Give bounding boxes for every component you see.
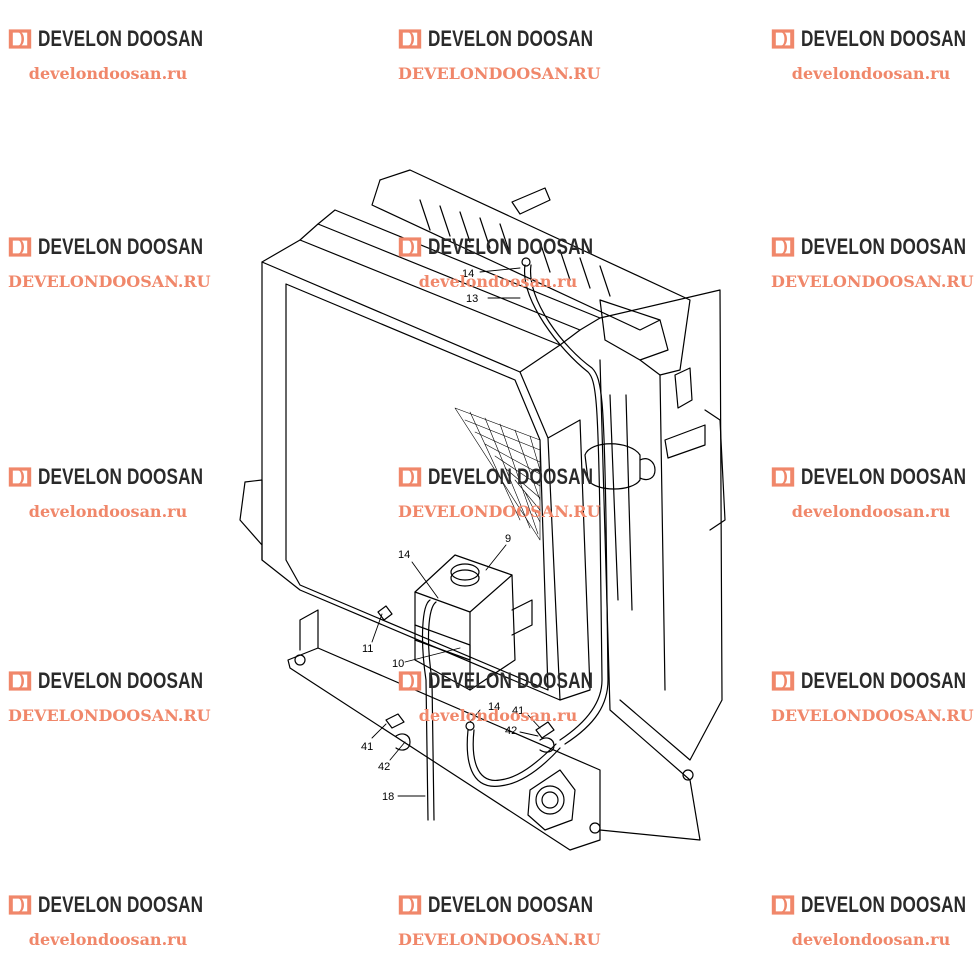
watermark-brand: DEVELON DOOSAN — [398, 890, 598, 920]
watermark-brand: DEVELON DOOSAN — [8, 24, 208, 54]
watermark-brand-text: DEVELON DOOSAN — [38, 26, 204, 51]
develon-logo-icon — [8, 895, 32, 915]
watermark-brand: DEVELON DOOSAN — [398, 666, 598, 696]
watermark-brand: DEVELON DOOSAN — [771, 24, 971, 54]
watermark: DEVELON DOOSAN DEVELONDOOSAN.RU — [398, 890, 601, 949]
watermark-brand-text: DEVELON DOOSAN — [428, 26, 594, 51]
watermark-site: DEVELONDOOSAN.RU — [8, 272, 211, 291]
callout-42-left: 42 — [378, 761, 390, 773]
callout-11: 11 — [362, 643, 373, 655]
develon-logo-icon — [771, 895, 795, 915]
watermark: DEVELON DOOSAN DEVELONDOOSAN.RU — [8, 232, 211, 291]
watermark: DEVELON DOOSAN DEVELONDOOSAN.RU — [771, 666, 974, 725]
develon-logo-icon — [771, 671, 795, 691]
watermark-brand: DEVELON DOOSAN — [398, 24, 598, 54]
callout-14-tank: 14 — [398, 549, 410, 561]
watermark: DEVELON DOOSAN DEVELONDOOSAN.RU — [398, 462, 601, 521]
watermark-brand-text: DEVELON DOOSAN — [801, 26, 967, 51]
watermark-site: DEVELONDOOSAN.RU — [398, 64, 601, 83]
watermark-site: develondoosan.ru — [28, 64, 188, 83]
watermark-brand-text: DEVELON DOOSAN — [428, 892, 594, 917]
leader-lines — [371, 267, 541, 797]
watermark: DEVELON DOOSAN develondoosan.ru — [8, 890, 208, 949]
watermark-site: DEVELONDOOSAN.RU — [771, 272, 974, 291]
watermark-brand-text: DEVELON DOOSAN — [801, 892, 967, 917]
watermark-site: develondoosan.ru — [28, 930, 188, 949]
watermark-site: develondoosan.ru — [791, 502, 951, 521]
expansion-tank — [414, 554, 533, 821]
watermark-site: develondoosan.ru — [418, 706, 578, 725]
watermark: DEVELON DOOSAN develondoosan.ru — [771, 890, 971, 949]
watermark: DEVELON DOOSAN DEVELONDOOSAN.RU — [8, 666, 211, 725]
watermark-site: DEVELONDOOSAN.RU — [8, 706, 211, 725]
watermark-site: develondoosan.ru — [791, 930, 951, 949]
watermark-brand-text: DEVELON DOOSAN — [801, 464, 967, 489]
watermark-brand: DEVELON DOOSAN — [8, 232, 208, 262]
watermark-brand-text: DEVELON DOOSAN — [38, 668, 204, 693]
callout-10: 10 — [392, 658, 404, 670]
watermark-brand: DEVELON DOOSAN — [398, 462, 598, 492]
develon-logo-icon — [8, 29, 32, 49]
callout-18: 18 — [382, 791, 394, 803]
upper-hose — [584, 394, 656, 611]
develon-logo-icon — [398, 467, 422, 487]
watermark-brand-text: DEVELON DOOSAN — [428, 668, 594, 693]
watermark-site: develondoosan.ru — [791, 64, 951, 83]
watermark: DEVELON DOOSAN develondoosan.ru — [8, 462, 208, 521]
fan-shroud — [599, 289, 726, 841]
develon-logo-icon — [398, 237, 422, 257]
overflow-tube — [521, 257, 609, 745]
clamps — [377, 605, 555, 753]
watermark: DEVELON DOOSAN DEVELONDOOSAN.RU — [771, 232, 974, 291]
develon-logo-icon — [398, 671, 422, 691]
watermark-brand: DEVELON DOOSAN — [398, 232, 598, 262]
callout-13: 13 — [466, 293, 478, 305]
watermark-site: DEVELONDOOSAN.RU — [398, 502, 601, 521]
watermark-brand: DEVELON DOOSAN — [8, 890, 208, 920]
upper-tank — [371, 169, 691, 376]
callout-42-right: 42 — [505, 725, 517, 737]
callout-14-bottom: 14 — [488, 701, 500, 713]
watermark-brand: DEVELON DOOSAN — [8, 462, 208, 492]
callout-9: 9 — [505, 533, 511, 545]
callout-41-right: 41 — [512, 705, 524, 717]
develon-logo-icon — [771, 29, 795, 49]
mesh-screen — [454, 407, 541, 541]
develon-logo-icon — [398, 29, 422, 49]
watermark-brand-text: DEVELON DOOSAN — [801, 668, 967, 693]
lower-base — [287, 609, 694, 851]
develon-logo-icon — [8, 237, 32, 257]
watermark-brand: DEVELON DOOSAN — [771, 462, 971, 492]
watermark: DEVELON DOOSAN develondoosan.ru — [771, 24, 971, 83]
watermark-brand-text: DEVELON DOOSAN — [428, 464, 594, 489]
develon-logo-icon — [771, 467, 795, 487]
watermark-brand-text: DEVELON DOOSAN — [38, 892, 204, 917]
watermark-brand: DEVELON DOOSAN — [771, 890, 971, 920]
watermark-brand-text: DEVELON DOOSAN — [38, 234, 204, 259]
watermark-site: DEVELONDOOSAN.RU — [771, 706, 974, 725]
develon-logo-icon — [8, 467, 32, 487]
watermark-brand-text: DEVELON DOOSAN — [38, 464, 204, 489]
watermark-site: DEVELONDOOSAN.RU — [398, 930, 601, 949]
watermark-site: develondoosan.ru — [28, 502, 188, 521]
watermark-brand-text: DEVELON DOOSAN — [428, 234, 594, 259]
radiator-core — [239, 209, 601, 701]
watermark: DEVELON DOOSAN DEVELONDOOSAN.RU — [398, 24, 601, 83]
develon-logo-icon — [8, 671, 32, 691]
watermark: DEVELON DOOSAN develondoosan.ru — [771, 462, 971, 521]
callout-14-top: 14 — [462, 268, 474, 280]
develon-logo-icon — [398, 895, 422, 915]
watermark-site: develondoosan.ru — [418, 272, 578, 291]
watermark-brand: DEVELON DOOSAN — [8, 666, 208, 696]
watermark-brand: DEVELON DOOSAN — [771, 232, 971, 262]
watermark-brand: DEVELON DOOSAN — [771, 666, 971, 696]
callout-41-left: 41 — [361, 741, 373, 753]
develon-logo-icon — [771, 237, 795, 257]
watermark-brand-text: DEVELON DOOSAN — [801, 234, 967, 259]
watermark: DEVELON DOOSAN develondoosan.ru — [8, 24, 208, 83]
watermark: DEVELON DOOSAN develondoosan.ru — [398, 666, 598, 725]
watermark: DEVELON DOOSAN develondoosan.ru — [398, 232, 598, 291]
